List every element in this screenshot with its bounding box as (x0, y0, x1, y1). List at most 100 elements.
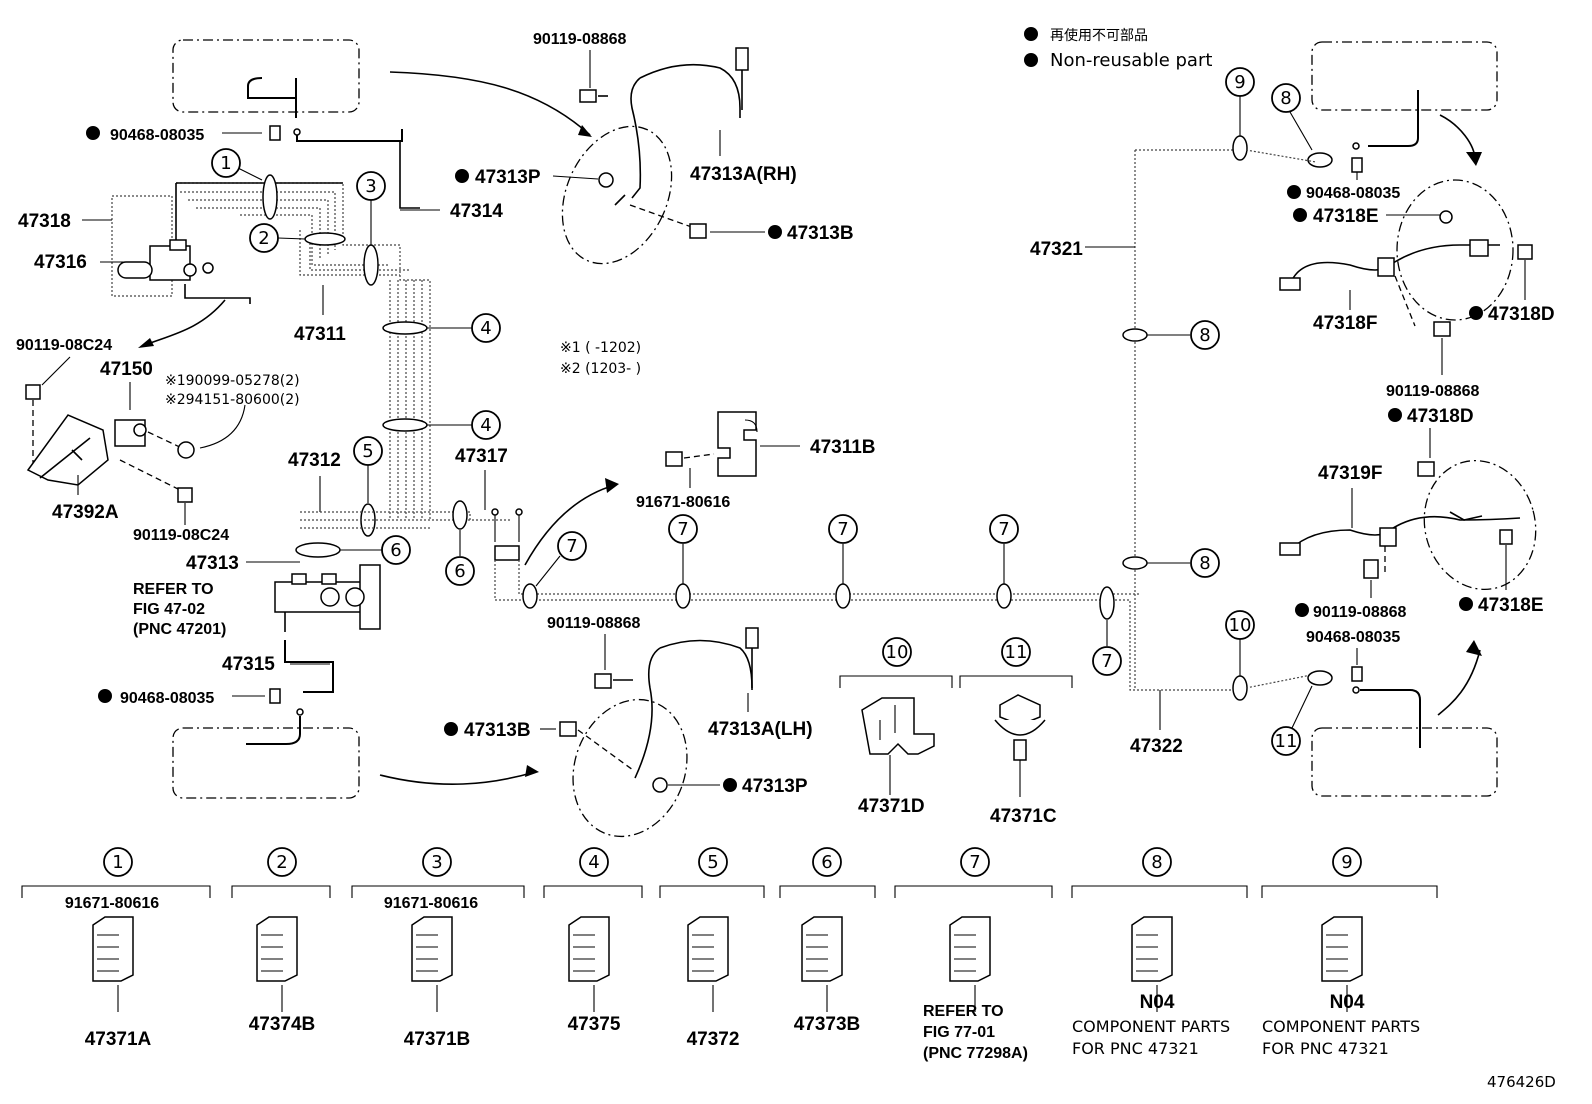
bracket (779, 885, 876, 898)
label-47318: 47318 (18, 211, 71, 232)
legend: 再使用不可部品 Non-reusable part (1024, 27, 1212, 71)
callout-7c (828, 514, 858, 544)
screw-label: 91671-80616 (384, 895, 478, 912)
label-47311: 47311 (294, 324, 346, 345)
master-cylinder-assembly: 47312 5 47317 6 6 47313 REFER TO FIG 47-… (98, 436, 539, 799)
label-90119-08868-r: 90119-08868 (1386, 383, 1480, 400)
part-label: 47375 (568, 1014, 621, 1035)
svg-text:2: 2 (258, 228, 269, 249)
bracket (894, 885, 1053, 898)
callout-bottom-7 (960, 847, 990, 877)
label-91671-80616-mid: 91671-80616 (636, 494, 730, 511)
callout-4a (471, 313, 501, 343)
callout-number: 5 (707, 852, 718, 873)
svg-text:5: 5 (362, 441, 373, 462)
callout-bottom-6 (812, 847, 842, 877)
label-47392A: 47392A (52, 502, 119, 523)
clip-icon (801, 916, 843, 982)
clip-icon (256, 916, 298, 982)
svg-text:4: 4 (480, 318, 491, 339)
callout-bottom-3 (422, 847, 452, 877)
callout-4b (471, 410, 501, 440)
part-label-line2: FIG 77-01 (923, 1024, 995, 1041)
svg-text:4: 4 (480, 415, 491, 436)
callout-10-box (882, 637, 912, 667)
label-90468-08035-tl: 90468-08035 (110, 127, 204, 144)
svg-text:7: 7 (677, 519, 688, 540)
part-label: REFER TO (923, 1003, 1004, 1020)
callout-number: 6 (821, 852, 832, 873)
top-left-assembly: 90468-08035 47318 47316 1 2 (18, 39, 592, 520)
callout-bottom-2 (267, 847, 297, 877)
callout-11-box (1001, 637, 1031, 667)
clip-icon (1131, 916, 1173, 982)
version-notes: ※1 ( -1202) ※2 (1203- ) (560, 340, 641, 377)
label-47313B-bot: 47313B (464, 720, 531, 741)
clip-icon (92, 916, 134, 982)
note-1: ※1 ( -1202) (560, 340, 641, 356)
label-47312: 47312 (288, 450, 341, 471)
label-47313A-RH: 47313A(RH) (690, 164, 797, 185)
label-90119-08C24-a: 90119-08C24 (16, 337, 112, 354)
clip-icon (949, 916, 991, 982)
callout-number: 9 (1341, 852, 1352, 873)
label-47319F: 47319F (1318, 463, 1382, 484)
part-label-line2: COMPONENT PARTS (1072, 1017, 1230, 1036)
svg-text:10: 10 (886, 642, 909, 663)
label-47313P-bot: 47313P (742, 776, 808, 797)
label-47322: 47322 (1130, 736, 1183, 757)
caliper-lh-assembly: 90119-08868 47313A(LH) 47313B 47313P (444, 615, 813, 838)
note-2: ※2 (1203- ) (560, 361, 641, 377)
label-47371D: 47371D (858, 796, 925, 817)
refer-47-02-line2: FIG 47-02 (133, 601, 205, 618)
label-47313A-LH: 47313A(LH) (708, 719, 813, 740)
svg-text:11: 11 (1275, 731, 1298, 752)
callout-bottom-5 (698, 847, 728, 877)
note-47150-a: ※190099-05278(2) (165, 373, 300, 389)
part-label-line3: FOR PNC 47321 (1072, 1039, 1199, 1058)
part-label: 47371A (85, 1029, 152, 1050)
diagram-code: 476426D (1487, 1073, 1556, 1091)
callout-number: 1 (112, 852, 123, 873)
bracket-47150-assembly: 90119-08C24 47150 ※190099-05278(2) ※2941… (16, 299, 300, 544)
bracket (543, 885, 643, 898)
legend-en: Non-reusable part (1050, 50, 1212, 71)
label-47318E-a: 47318E (1313, 206, 1379, 227)
callout-6b (445, 556, 475, 586)
part-label: N04 (1140, 992, 1175, 1013)
label-47318F: 47318F (1313, 313, 1377, 334)
callout-7b (668, 514, 698, 544)
caliper-rh-assembly: 90119-08868 47313A(RH) 47313P 47313B (455, 31, 854, 265)
clip-icon (687, 916, 729, 982)
callout-11 (1271, 726, 1301, 756)
label-47316: 47316 (34, 252, 87, 273)
callout-number: 4 (588, 852, 599, 873)
part-label-line3: (PNC 77298A) (923, 1045, 1028, 1062)
callout-number: 8 (1151, 852, 1162, 873)
part-label-line2: COMPONENT PARTS (1262, 1017, 1420, 1036)
part-label: N04 (1330, 992, 1365, 1013)
pipe-run: 7 7 7 7 7 47311B 91671-80616 (491, 411, 1240, 691)
callout-8b (1190, 320, 1220, 350)
bracket (21, 885, 211, 898)
callout-8a (1271, 83, 1301, 113)
label-90119-08868-mid: 90119-08868 (547, 615, 641, 632)
callout-8c (1190, 548, 1220, 578)
label-47371C: 47371C (990, 806, 1057, 827)
svg-text:3: 3 (365, 176, 376, 197)
bottom-item-4: 4 47375 (543, 847, 643, 1035)
callout-bottom-1 (103, 847, 133, 877)
part-label: 47372 (687, 1029, 740, 1050)
callout-7e (1092, 646, 1122, 676)
label-47318D-a: 47318D (1488, 304, 1555, 325)
label-90468-08035-br: 90468-08035 (1306, 629, 1400, 646)
svg-text:8: 8 (1280, 88, 1291, 109)
svg-text:8: 8 (1199, 325, 1210, 346)
